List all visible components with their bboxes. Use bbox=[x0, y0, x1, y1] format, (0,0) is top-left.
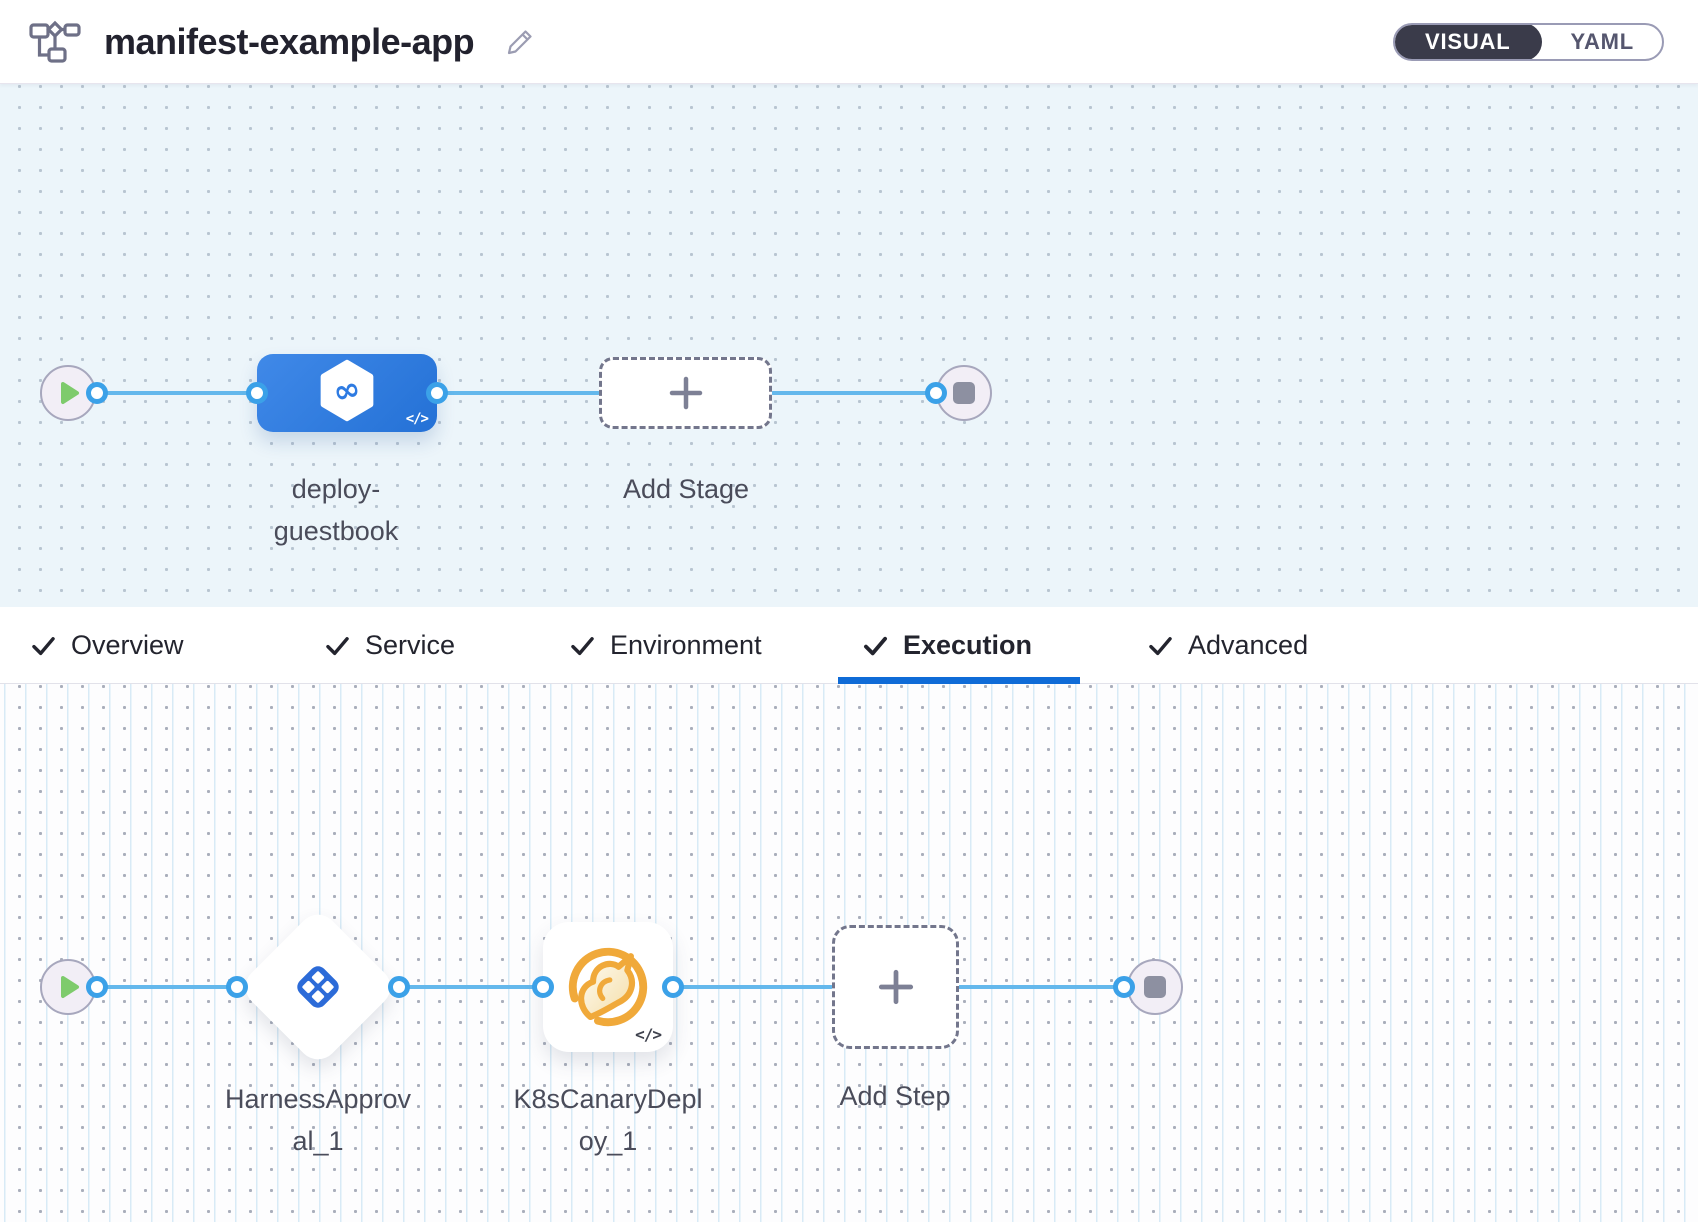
tab-execution[interactable]: Execution bbox=[862, 607, 1032, 683]
connector-line bbox=[672, 985, 833, 989]
connector-line bbox=[958, 985, 1125, 989]
tab-service[interactable]: Service bbox=[324, 607, 455, 683]
connector-line bbox=[398, 985, 544, 989]
connector-line bbox=[771, 391, 937, 395]
execution-end-node bbox=[1127, 959, 1183, 1015]
view-mode-toggle: VISUAL YAML bbox=[1393, 22, 1664, 61]
connector-port bbox=[226, 976, 248, 998]
add-stage-label: Add Stage bbox=[622, 474, 750, 504]
connector-port bbox=[388, 976, 410, 998]
connector-port bbox=[86, 382, 108, 404]
stop-icon bbox=[953, 382, 975, 404]
code-icon: </> bbox=[635, 1025, 662, 1044]
play-icon bbox=[61, 382, 79, 404]
check-icon bbox=[1149, 636, 1172, 655]
step-node-harness-approval[interactable] bbox=[237, 906, 399, 1068]
check-icon bbox=[326, 636, 349, 655]
add-step-button[interactable] bbox=[832, 925, 959, 1049]
yaml-toggle-button[interactable]: YAML bbox=[1542, 25, 1662, 59]
connector-port bbox=[925, 382, 947, 404]
check-icon bbox=[864, 636, 887, 655]
connector-port bbox=[662, 976, 684, 998]
tab-label: Advanced bbox=[1188, 629, 1309, 660]
connector-port bbox=[426, 382, 448, 404]
add-step-label: Add Step bbox=[839, 1081, 951, 1111]
tab-label: Execution bbox=[903, 629, 1033, 660]
check-icon bbox=[32, 636, 55, 655]
page-title: manifest-example-app bbox=[104, 20, 475, 62]
stage-canvas: ∞ </> deploy-guestbook Add Stage bbox=[0, 84, 1698, 607]
canary-icon bbox=[568, 947, 648, 1027]
step-label: K8sCanaryDeploy_1 bbox=[513, 1084, 703, 1156]
approval-icon bbox=[297, 966, 339, 1008]
connector-port bbox=[86, 976, 108, 998]
tab-advanced[interactable]: Advanced bbox=[1147, 607, 1308, 683]
stage-label: deploy-guestbook bbox=[273, 474, 399, 546]
connector-port bbox=[246, 382, 268, 404]
code-icon: </> bbox=[405, 411, 429, 427]
connector-port bbox=[1113, 976, 1135, 998]
plus-icon bbox=[878, 969, 913, 1005]
step-label: HarnessApproval_1 bbox=[224, 1084, 412, 1156]
stop-icon bbox=[1144, 976, 1166, 998]
execution-canvas: </> HarnessApproval_1 K8sCanaryDeploy_1 … bbox=[0, 684, 1698, 1222]
play-icon bbox=[61, 976, 79, 998]
connector-line bbox=[96, 985, 238, 989]
deployment-stage-icon: ∞ bbox=[316, 359, 378, 427]
connector-port bbox=[532, 976, 554, 998]
stage-config-tabbar: Overview Service Environment Execution A… bbox=[0, 607, 1698, 684]
tab-label: Service bbox=[365, 629, 456, 660]
visual-toggle-button[interactable]: VISUAL bbox=[1395, 24, 1543, 59]
check-icon bbox=[571, 636, 594, 655]
plus-icon bbox=[669, 376, 702, 410]
tab-environment[interactable]: Environment bbox=[569, 607, 762, 683]
stage-node-deploy-guestbook[interactable]: ∞ </> bbox=[257, 354, 437, 432]
pipeline-icon bbox=[28, 18, 82, 66]
connector-line bbox=[96, 391, 258, 395]
step-node-k8s-canary-deploy[interactable]: </> bbox=[543, 922, 673, 1052]
header: manifest-example-app VISUAL YAML bbox=[0, 0, 1698, 84]
connector-line bbox=[437, 391, 600, 395]
tab-label: Overview bbox=[71, 629, 184, 660]
tab-overview[interactable]: Overview bbox=[30, 607, 184, 683]
tab-label: Environment bbox=[610, 629, 762, 660]
active-tab-underline bbox=[838, 677, 1080, 684]
edit-pencil-icon[interactable] bbox=[500, 22, 540, 62]
add-stage-button[interactable] bbox=[599, 357, 772, 429]
